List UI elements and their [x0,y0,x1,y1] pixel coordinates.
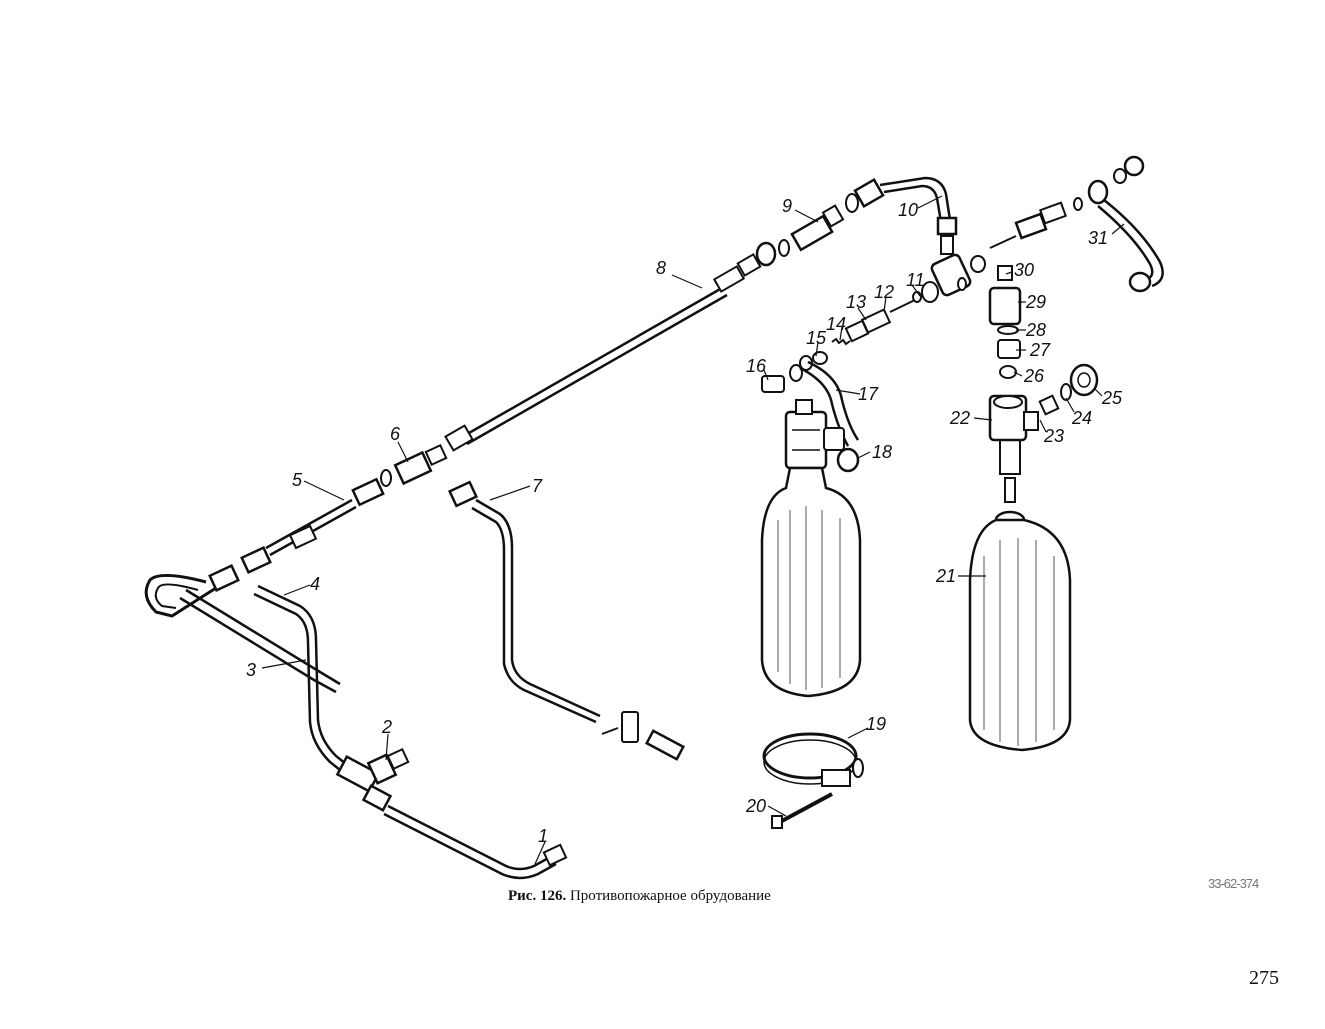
callout-12: 12 [874,282,894,302]
callout-13: 13 [846,292,866,312]
coupling-9 [790,177,885,252]
callout-18: 18 [872,442,892,462]
pipe-7 [447,480,685,761]
figure-caption-lead: Рис. 126. [508,888,567,904]
figure-caption: Рис. 126. Противопожарное обрудование [508,888,771,905]
callout-6: 6 [390,424,401,444]
callout-30: 30 [1014,260,1034,280]
callout-4: 4 [310,574,320,594]
callout-28: 28 [1025,320,1046,340]
callout-21: 21 [935,566,956,586]
pipe-31 [970,155,1164,293]
print-stamp: 33-62-374 [1208,876,1259,891]
callout-5: 5 [292,470,303,490]
callout-15: 15 [806,328,827,348]
callout-22: 22 [949,408,970,428]
tee-6 [380,443,448,487]
callout-17: 17 [858,384,879,404]
callout-27: 27 [1029,340,1051,360]
pipe-2 [335,747,410,793]
callout-19: 19 [866,714,886,734]
cylinder-left [760,399,862,698]
pipe-10 [879,176,972,303]
callout-23: 23 [1043,426,1064,446]
bolt-20 [771,792,833,829]
pipe-1 [361,784,568,880]
callout-16: 16 [746,356,767,376]
leader-lines [261,195,1125,865]
callout-14: 14 [826,314,846,334]
callout-20: 20 [745,796,766,816]
figure-caption-text: Противопожарное обрудование [569,888,771,904]
callout-2: 2 [381,717,392,737]
callout-26: 26 [1023,366,1045,386]
callout-7: 7 [532,476,543,496]
callout-8: 8 [656,258,666,278]
page-number: 275 [1249,967,1279,989]
cylinder-right-21 [968,510,1072,752]
clamp-19 [762,732,864,787]
callout-25: 25 [1101,388,1123,408]
pipe-8 [444,239,790,452]
callout-9: 9 [782,196,792,216]
callout-11: 11 [906,270,925,290]
valve-assembly-22-30 [988,265,1099,503]
pipe-3 [144,574,341,694]
callout-29: 29 [1025,292,1046,312]
pipe-5 [208,477,385,592]
callout-labels: 1 2 3 4 5 6 7 8 9 10 11 12 13 14 15 16 1… [246,196,1123,846]
pipe-4 [253,584,347,771]
callout-31: 31 [1088,228,1108,248]
callout-24: 24 [1071,408,1092,428]
callout-3: 3 [246,660,256,680]
callout-1: 1 [538,826,548,846]
callout-10: 10 [898,200,918,220]
